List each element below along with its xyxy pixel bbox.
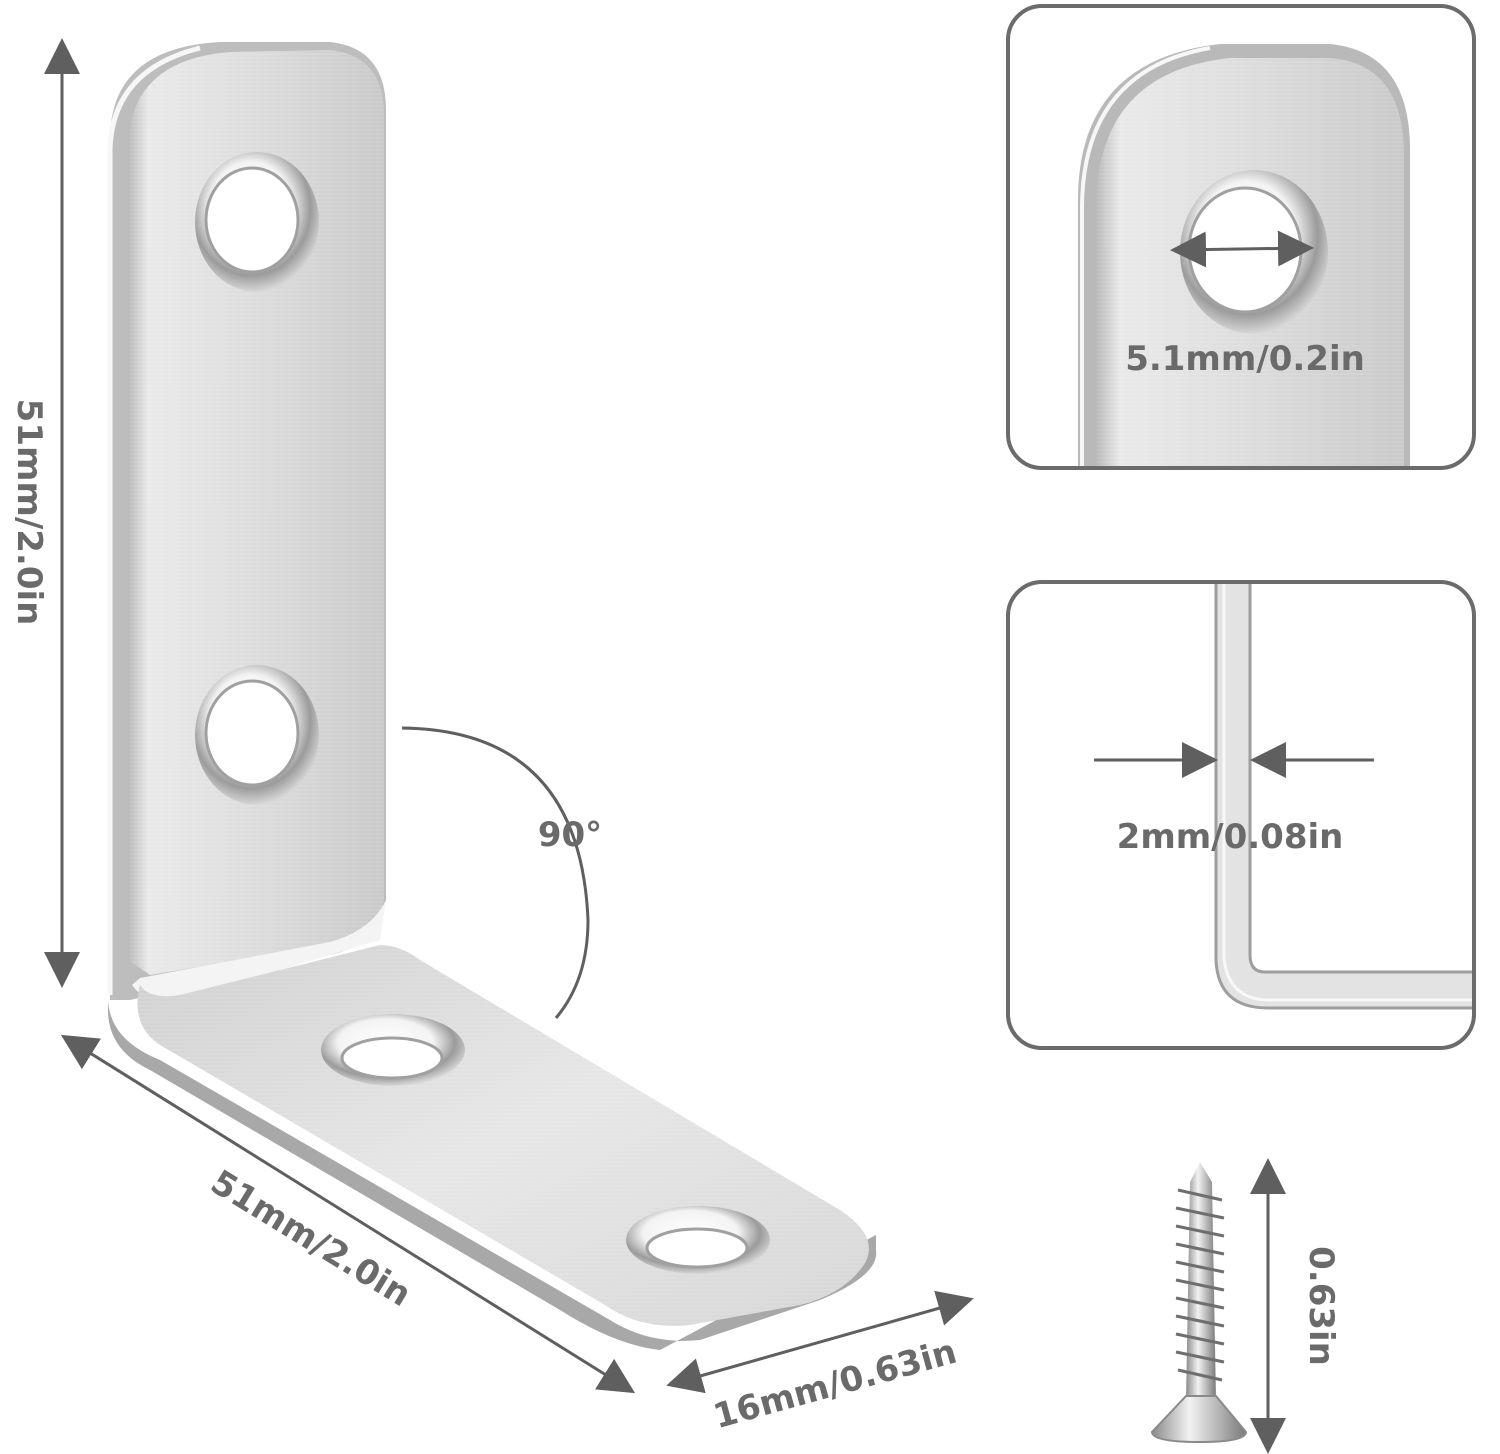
- angle-dimension: 90°: [401, 726, 602, 1019]
- hole-detail-panel: 5.1mm/0.2in: [1006, 4, 1476, 470]
- screw-length-dimension: 0.63in: [1250, 1158, 1341, 1454]
- thickness-label: 2mm/0.08in: [1117, 817, 1344, 857]
- hole-top: [195, 152, 319, 292]
- hole-diameter-label: 5.1mm/0.2in: [1125, 339, 1365, 379]
- hole-inner: [321, 1014, 465, 1086]
- height-dimension: 51mm/2.0in: [9, 38, 80, 988]
- hole-outer: [626, 1206, 770, 1274]
- thickness-detail-panel: 2mm/0.08in: [1006, 580, 1476, 1050]
- screw-length-label: 0.63in: [1301, 1246, 1341, 1366]
- panel-frame: [1006, 580, 1476, 1050]
- screw: [1150, 1162, 1248, 1444]
- screw-head: [1150, 1395, 1248, 1444]
- hole-middle: [195, 665, 319, 805]
- width-label: 16mm/0.63in: [709, 1332, 961, 1437]
- corner-bracket: [107, 42, 877, 1350]
- height-label: 51mm/2.0in: [9, 399, 49, 626]
- panel-frame: [1006, 4, 1476, 470]
- angle-label: 90°: [538, 815, 602, 855]
